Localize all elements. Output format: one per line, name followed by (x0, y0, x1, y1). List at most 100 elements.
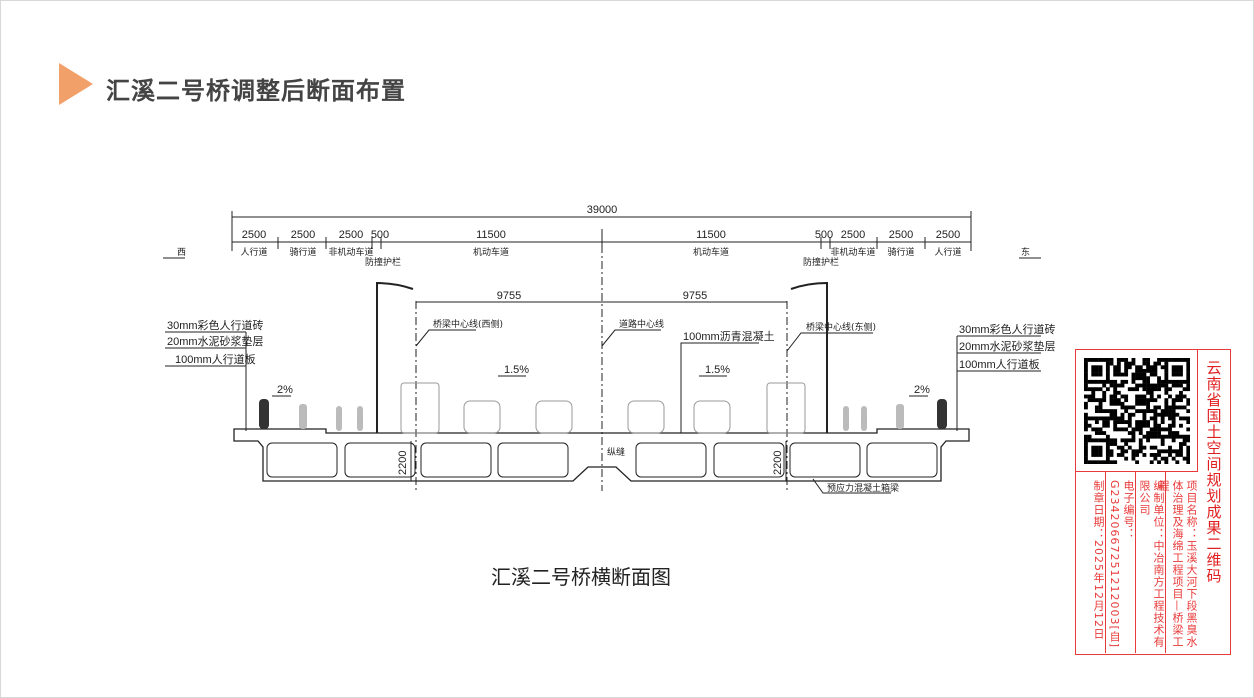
qr-module (1120, 358, 1125, 362)
qr-module (1171, 438, 1176, 443)
qr-module (1124, 379, 1129, 384)
qr-module (1186, 460, 1190, 464)
qr-module (1168, 387, 1172, 392)
qr-module (1127, 416, 1132, 421)
qr-module (1142, 416, 1147, 421)
qr-module (1153, 368, 1158, 373)
qr-module (1098, 460, 1103, 464)
qr-module (1113, 368, 1118, 373)
qr-module (1131, 387, 1136, 392)
qr-module (1131, 449, 1136, 454)
qr-module (1168, 445, 1172, 450)
qr-module (1084, 427, 1088, 432)
qr-module (1175, 383, 1180, 388)
qr-module (1164, 365, 1169, 370)
qr-module (1084, 383, 1088, 388)
qr-module (1160, 420, 1165, 424)
qr-module (1091, 453, 1096, 457)
qr-module (1098, 405, 1103, 410)
qr-module (1109, 383, 1114, 388)
qr-module (1146, 431, 1150, 435)
qr-module (1186, 361, 1190, 366)
qr-module (1084, 376, 1088, 381)
qr-module (1153, 387, 1158, 392)
qr-module (1094, 358, 1099, 362)
qr-module (1109, 453, 1114, 457)
qr-module (1109, 358, 1114, 362)
qr-module (1135, 376, 1140, 381)
qr-module (1175, 434, 1180, 439)
qr-module (1153, 420, 1158, 424)
qr-module (1084, 445, 1088, 450)
qr-module (1164, 412, 1169, 417)
joint-label: 纵缝 (607, 446, 625, 458)
qr-module (1168, 394, 1172, 399)
qr-module (1138, 383, 1143, 388)
dim: 2500 (339, 229, 363, 241)
qr-module (1094, 427, 1099, 432)
qr-module (1146, 387, 1150, 392)
qr-module (1131, 405, 1136, 410)
seg-label: 非机动车道 (328, 246, 373, 258)
qr-module (1102, 398, 1107, 403)
qr-module (1116, 416, 1121, 421)
qr-module (1116, 368, 1121, 373)
qr-module (1127, 361, 1132, 366)
qr-module (1179, 379, 1183, 384)
qr-module (1149, 427, 1154, 432)
seg-label: 机动车道 (693, 246, 729, 258)
qr-module (1109, 379, 1114, 384)
qr-module (1164, 379, 1169, 384)
qr-module (1138, 449, 1143, 454)
qr-module (1102, 394, 1107, 399)
qr-code[interactable] (1076, 350, 1198, 472)
qr-module (1105, 445, 1110, 450)
qr-module (1135, 387, 1140, 392)
qr-module (1113, 387, 1118, 392)
dim: 2500 (291, 229, 315, 241)
qr-module (1186, 453, 1190, 457)
qr-module (1142, 394, 1147, 399)
qr-module (1186, 398, 1190, 403)
qr-module (1149, 445, 1154, 450)
qr-module (1182, 405, 1187, 410)
qr-module (1171, 365, 1176, 370)
qr-module (1179, 358, 1183, 362)
qr-module (1116, 453, 1121, 457)
qr-module (1087, 416, 1092, 421)
qr-module (1182, 379, 1187, 384)
qr-module (1127, 412, 1132, 417)
seg-label: 防撞护栏 (365, 256, 401, 268)
qr-module (1175, 379, 1180, 384)
qr-module (1084, 460, 1088, 464)
qr-module (1135, 449, 1140, 454)
qr-module (1098, 445, 1103, 450)
girder-cell (713, 442, 785, 478)
qr-module (1091, 365, 1096, 370)
qr-module (1171, 383, 1176, 388)
qr-module (1171, 398, 1176, 403)
seg-label: 骑行道 (887, 246, 914, 258)
qr-module (1182, 438, 1187, 443)
qr-module (1160, 434, 1165, 439)
qr-module (1113, 379, 1118, 384)
qr-module (1098, 449, 1103, 454)
qr-module (1186, 420, 1190, 424)
qr-module (1120, 449, 1125, 454)
layer-label: 100mm人行道板 (175, 352, 256, 366)
qr-module (1160, 416, 1165, 421)
girder-label: 预应力混凝土箱梁 (827, 482, 899, 494)
qr-module (1149, 453, 1154, 457)
stamp-unit: 编制单位：中冶南方工程技术有限公司 (1136, 472, 1166, 653)
qr-module (1157, 405, 1161, 410)
qr-module (1091, 390, 1096, 395)
qr-module (1175, 398, 1180, 403)
qr-module (1160, 456, 1165, 461)
qr-module (1094, 416, 1099, 421)
slope-walk-east: 2% (914, 384, 930, 396)
qr-module (1149, 387, 1154, 392)
seg-label: 防撞护栏 (803, 256, 839, 268)
qr-module (1116, 372, 1121, 377)
qr-module (1160, 438, 1165, 443)
qr-module (1102, 460, 1107, 464)
